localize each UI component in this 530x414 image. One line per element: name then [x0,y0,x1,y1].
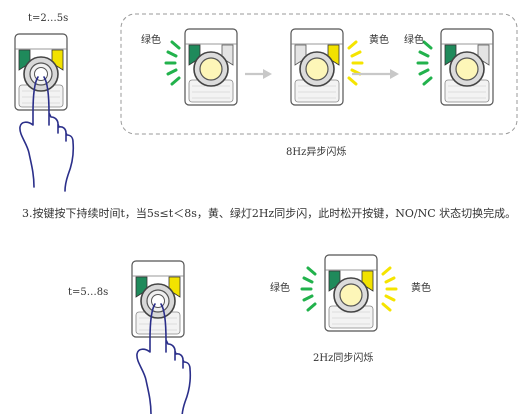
step-3-text: 3.按键按下持续时间t，当5s≤t＜8s，黄、绿灯2Hz同步闪，此时松开按键，N… [22,207,517,220]
device-yellow-lit [290,28,344,106]
time-label-bottom: t=5…8s [68,287,109,298]
yellow-label-bottom: 黄色 [411,283,431,294]
caption-top: 8Hz异步闪烁 [286,147,347,158]
arrow-1 [245,69,272,79]
yellow-label-1: 黄色 [369,35,389,46]
device-pressed-bottom [131,260,185,338]
green-label-2: 绿色 [404,35,424,46]
device-both-lit [324,254,378,332]
rays-yellow-bottom [381,266,398,312]
rays-green-2 [416,40,433,86]
caption-bottom: 2Hz同步闪烁 [313,353,374,364]
device-pressed-top [14,33,68,111]
sequence-frame [120,13,518,135]
arrow-2 [352,69,399,79]
green-label-1: 绿色 [141,35,161,46]
rays-green-bottom [300,266,317,312]
green-label-bottom: 绿色 [270,283,290,294]
time-label-top: t=2…5s [28,13,69,24]
rays-green-1 [164,40,181,86]
device-green-lit [184,28,238,106]
device-green-lit-2 [440,28,494,106]
rays-yellow-1 [347,40,364,86]
